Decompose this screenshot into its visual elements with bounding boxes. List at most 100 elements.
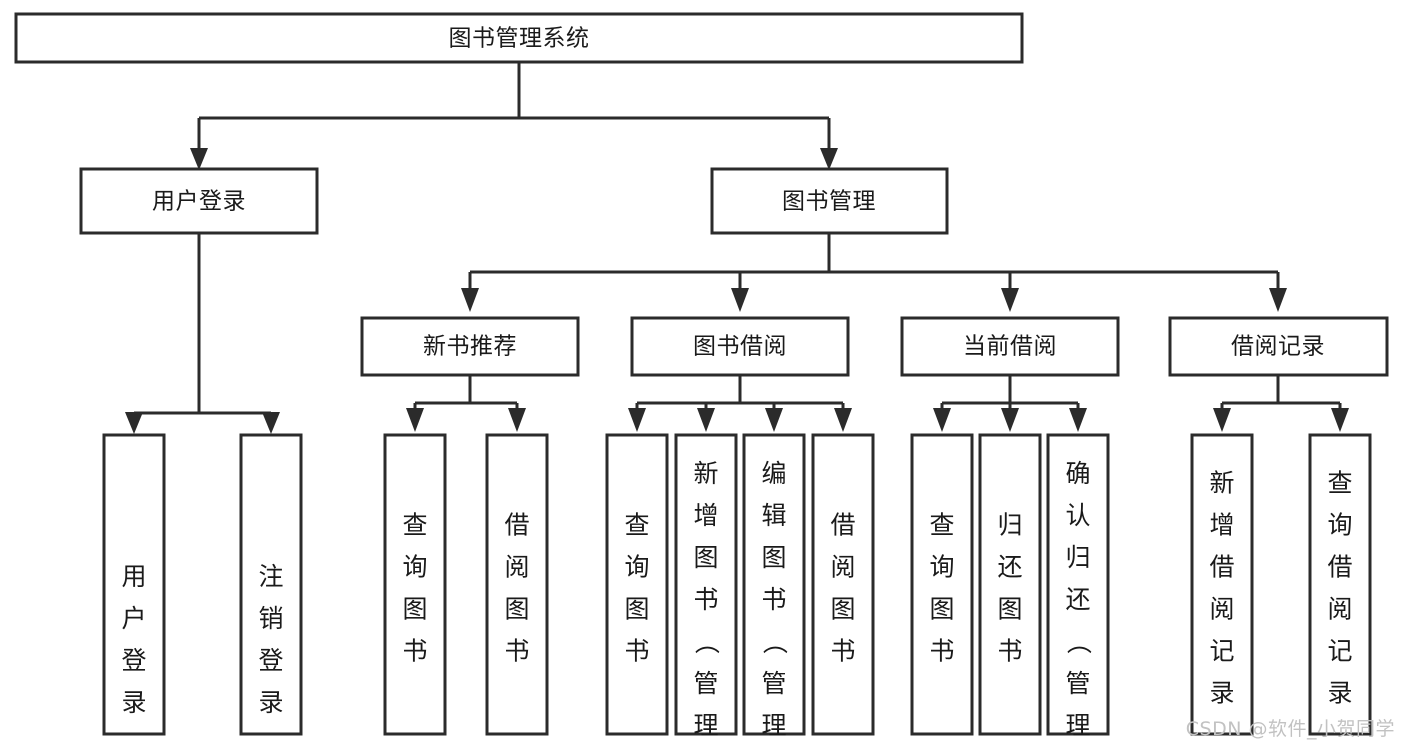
arrowhead-leaf-10	[1001, 408, 1019, 432]
node-new-book-rec-label: 新书推荐	[423, 334, 517, 360]
node-leaf-1-label: 用户登录	[121, 562, 146, 717]
node-leaf-7-box[interactable]	[742, 433, 806, 736]
node-leaf-9-box[interactable]	[910, 433, 974, 736]
svg-text:询: 询	[1327, 510, 1352, 539]
node-leaf-5[interactable]	[605, 433, 669, 736]
node-book-borrow[interactable]: 图书借阅	[630, 316, 850, 377]
svg-text:阅: 阅	[504, 552, 529, 581]
node-current-borrow-label: 当前借阅	[963, 334, 1057, 360]
node-leaf-2[interactable]	[239, 433, 303, 736]
node-leaf-13[interactable]	[1308, 433, 1372, 736]
node-leaf-10-box[interactable]	[978, 433, 1042, 736]
svg-text:图: 图	[504, 594, 529, 623]
arrowhead-book-manage	[820, 148, 838, 170]
svg-text:新: 新	[693, 459, 718, 488]
svg-text:图: 图	[997, 594, 1022, 623]
arrowhead-leaf-3	[406, 408, 424, 432]
svg-text:查: 查	[624, 510, 649, 539]
node-leaf-8[interactable]	[811, 433, 875, 736]
node-leaf-9[interactable]	[910, 433, 974, 736]
node-leaf-12-box[interactable]	[1190, 433, 1254, 736]
svg-text:增: 增	[1209, 510, 1234, 539]
node-user-login[interactable]: 用户登录	[79, 167, 319, 235]
node-leaf-3[interactable]	[383, 433, 447, 736]
node-leaf-4-box[interactable]	[485, 433, 549, 736]
svg-text:确: 确	[1065, 459, 1090, 488]
node-leaf-1-box[interactable]	[102, 433, 166, 736]
node-user-login-box[interactable]	[79, 167, 319, 235]
node-leaf-5-box[interactable]	[605, 433, 669, 736]
arrowhead-borrow-record	[1269, 288, 1287, 312]
svg-text:录: 录	[121, 688, 146, 717]
svg-text:用: 用	[121, 562, 146, 591]
svg-text:书: 书	[504, 636, 529, 665]
svg-text:录: 录	[1327, 678, 1352, 707]
svg-text:管: 管	[693, 669, 718, 698]
node-leaf-4[interactable]	[485, 433, 549, 736]
arrowhead-leaf-4	[508, 408, 526, 432]
svg-text:查: 查	[929, 510, 954, 539]
node-new-book-rec-box[interactable]	[360, 316, 580, 377]
svg-text:查: 查	[402, 510, 427, 539]
svg-text:询: 询	[624, 552, 649, 581]
svg-text:记: 记	[1327, 636, 1352, 665]
node-leaf-7[interactable]	[742, 433, 806, 736]
arrowhead-leaf-1	[125, 412, 143, 434]
arrowhead-leaf-5	[628, 408, 646, 432]
svg-text:借: 借	[830, 510, 855, 539]
svg-text:登: 登	[121, 646, 146, 675]
node-root[interactable]: 图书管理系统	[14, 12, 1024, 64]
node-root-box[interactable]	[14, 12, 1024, 64]
arrowhead-user-login	[190, 148, 208, 170]
svg-text:图: 图	[761, 543, 786, 572]
svg-text:书: 书	[402, 636, 427, 665]
connector-layer	[125, 62, 1349, 434]
svg-text:新: 新	[1209, 468, 1234, 497]
node-leaf-11-box[interactable]	[1046, 433, 1110, 736]
node-borrow-record[interactable]: 借阅记录	[1168, 316, 1389, 377]
node-book-manage[interactable]: 图书管理	[710, 167, 949, 235]
svg-text:图: 图	[402, 594, 427, 623]
node-leaf-10[interactable]	[978, 433, 1042, 736]
node-leaf-2-box[interactable]	[239, 433, 303, 736]
svg-text:（: （	[1064, 629, 1093, 654]
node-leaf-1[interactable]	[102, 433, 166, 736]
svg-text:注: 注	[258, 562, 283, 591]
svg-text:图: 图	[830, 594, 855, 623]
svg-text:（: （	[760, 629, 789, 654]
svg-text:书: 书	[761, 585, 786, 614]
arrowhead-current-borrow	[1001, 288, 1019, 312]
node-leaf-11[interactable]	[1046, 433, 1110, 736]
node-leaf-6[interactable]	[674, 433, 738, 736]
svg-text:借: 借	[1327, 552, 1352, 581]
svg-text:阅: 阅	[1327, 594, 1352, 623]
svg-text:辑: 辑	[761, 501, 786, 530]
arrowhead-book-borrow	[731, 288, 749, 312]
node-leaf-12[interactable]	[1190, 433, 1254, 736]
node-book-manage-box[interactable]	[710, 167, 949, 235]
svg-text:书: 书	[830, 636, 855, 665]
node-leaf-6-box[interactable]	[674, 433, 738, 736]
svg-text:编: 编	[761, 459, 786, 488]
node-leaf-8-box[interactable]	[811, 433, 875, 736]
node-leaf-13-box[interactable]	[1308, 433, 1372, 736]
node-current-borrow-box[interactable]	[900, 316, 1120, 377]
node-new-book-rec[interactable]: 新书推荐	[360, 316, 580, 377]
node-current-borrow[interactable]: 当前借阅	[900, 316, 1120, 377]
arrowhead-leaf-2	[262, 412, 280, 434]
node-book-borrow-label: 图书借阅	[693, 334, 787, 360]
node-book-borrow-box[interactable]	[630, 316, 850, 377]
node-root-label: 图书管理系统	[449, 26, 590, 52]
node-leaf-3-box[interactable]	[383, 433, 447, 736]
csdn-watermark: CSDN @软件_小贺同学	[1185, 718, 1395, 740]
node-borrow-record-box[interactable]	[1168, 316, 1389, 377]
